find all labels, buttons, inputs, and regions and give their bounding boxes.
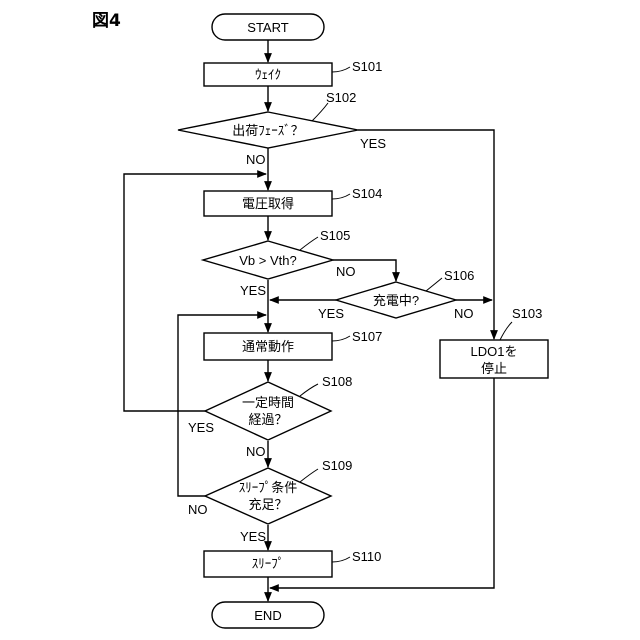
- s106-yes-label: YES: [318, 306, 344, 321]
- decision-s108-time-elapsed: 一定時間 経過？: [205, 382, 331, 440]
- decision-s102-shipping-phase: 出荷ﾌｪｰｽﾞ？: [178, 112, 358, 148]
- figure-label: 図4: [92, 11, 121, 31]
- s108-text-line1: 一定時間: [242, 395, 294, 410]
- s108-yes-label: YES: [188, 420, 214, 435]
- s104-text: 電圧取得: [242, 196, 294, 211]
- decision-s105-voltage-compare: Vb > Vth?: [203, 241, 333, 279]
- label-s106: S106: [444, 268, 474, 283]
- label-s102: S102: [326, 90, 356, 105]
- s109-text-line2: 充足？: [248, 497, 287, 512]
- label-s104: S104: [352, 186, 382, 201]
- step-s104-get-voltage: 電圧取得: [204, 191, 332, 216]
- s106-no-label: NO: [454, 306, 474, 321]
- step-s107-normal-operation: 通常動作: [204, 333, 332, 360]
- s102-text: 出荷ﾌｪｰｽﾞ？: [232, 123, 304, 138]
- decision-s109-sleep-condition: ｽﾘｰﾌﾟ条件 充足？: [205, 468, 331, 524]
- s101-text: ｳｪｲｸ: [255, 67, 281, 82]
- s105-no-label: NO: [336, 264, 356, 279]
- step-s103-stop-ldo1: LDO1を 停止: [440, 340, 548, 378]
- s110-text: ｽﾘｰﾌﾟ: [252, 556, 285, 571]
- s102-no-label: NO: [246, 152, 266, 167]
- end-text: END: [254, 608, 281, 623]
- decision-s106-charging: 充電中?: [336, 282, 456, 318]
- label-s103: S103: [512, 306, 542, 321]
- start-text: START: [247, 20, 288, 35]
- s109-no-label: NO: [188, 502, 208, 517]
- label-s107: S107: [352, 329, 382, 344]
- step-s101-wake: ｳｪｲｸ: [204, 63, 332, 86]
- label-s108: S108: [322, 374, 352, 389]
- s102-yes-label: YES: [360, 136, 386, 151]
- s107-text: 通常動作: [242, 339, 294, 354]
- s103-text-line2: 停止: [481, 361, 507, 376]
- label-s110: S110: [352, 549, 381, 564]
- step-s110-sleep: ｽﾘｰﾌﾟ: [204, 551, 332, 577]
- s105-yes-label: YES: [240, 283, 266, 298]
- s105-text: Vb > Vth?: [239, 253, 296, 268]
- s109-yes-label: YES: [240, 529, 266, 544]
- end-terminal: END: [212, 602, 324, 628]
- label-s105: S105: [320, 228, 350, 243]
- s103-text-line1: LDO1を: [471, 344, 518, 359]
- label-s101: S101: [352, 59, 382, 74]
- s106-text: 充電中?: [373, 293, 419, 308]
- label-s109: S109: [322, 458, 352, 473]
- s108-no-label: NO: [246, 444, 266, 459]
- s109-text-line1: ｽﾘｰﾌﾟ条件: [239, 480, 298, 495]
- start-terminal: START: [212, 14, 324, 40]
- s108-text-line2: 経過？: [248, 412, 287, 427]
